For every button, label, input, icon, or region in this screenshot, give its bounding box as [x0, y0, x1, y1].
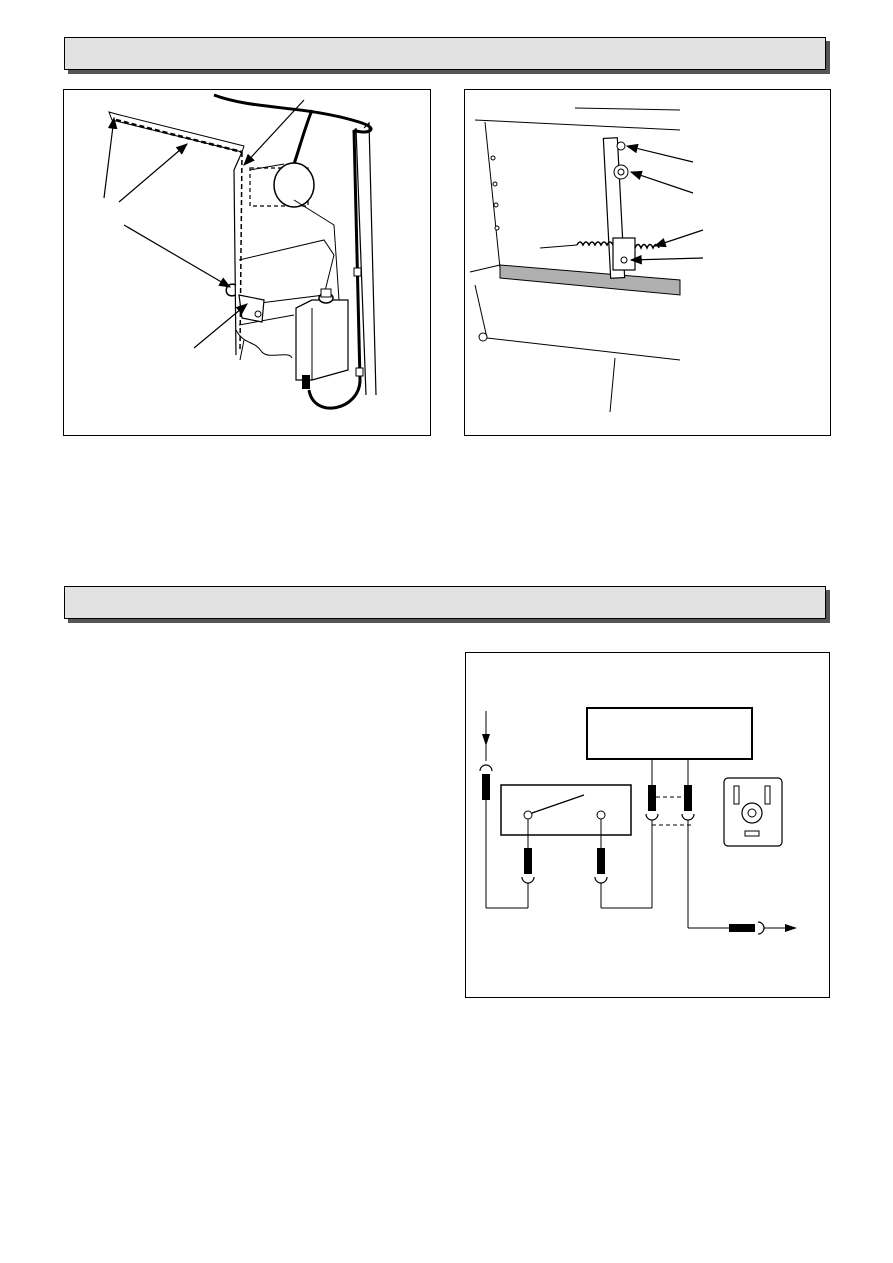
section-header-bottom [64, 586, 826, 619]
wiring-diagram-illustration [479, 707, 797, 935]
hinge-spring-illustration [469, 107, 704, 413]
switch-block [500, 784, 632, 836]
figure-door-switch-assembly [63, 89, 431, 436]
section-header-top [64, 37, 826, 70]
door-switch-illustration [103, 93, 377, 410]
figure-wiring-diagram [465, 652, 830, 998]
figure-door-hinge-spring [464, 89, 831, 436]
appliance-block [586, 707, 753, 760]
socket-icon [723, 777, 783, 847]
